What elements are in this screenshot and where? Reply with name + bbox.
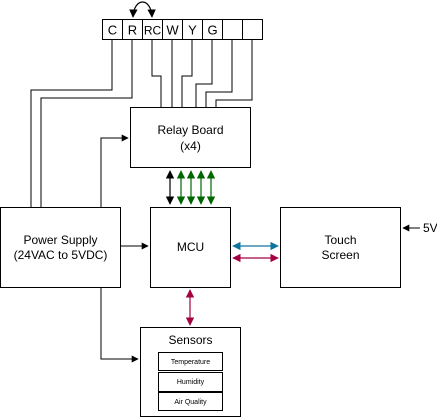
power-to-sensors-arrow — [100, 288, 139, 363]
power-supply-label: Power Supply — [23, 233, 97, 247]
sensor-temperature-label: Temperature — [171, 359, 210, 366]
terminal-g-label: G — [207, 23, 217, 38]
power-to-relay-arrow — [100, 134, 129, 207]
wire-r-to-power-supply — [40, 40, 133, 207]
sensor-temperature-box — [158, 352, 223, 371]
terminal-blank-2 — [242, 19, 263, 40]
relay-board-label: Relay Board — [157, 123, 223, 137]
sensor-humidity-label: Humidity — [177, 379, 205, 386]
r-rc-jumper-arrow — [129, 1, 156, 18]
terminal-wires — [30, 40, 253, 207]
mcu-label: MCU — [177, 240, 204, 254]
terminal-w-label: W — [166, 23, 179, 38]
sensor-air-quality-label: Air Quality — [174, 399, 207, 406]
sensor-humidity-box — [158, 372, 223, 392]
terminal-strip — [102, 19, 263, 40]
wire-rc-to-relay — [151, 40, 162, 107]
touch-screen-box — [280, 207, 401, 288]
wire-blank2-to-relay — [215, 40, 253, 107]
wire-y-to-relay — [181, 40, 193, 107]
input-5v-label: 5V — [423, 221, 437, 235]
sensors-title: Sensors — [168, 333, 212, 347]
terminal-rc-label: RC — [144, 24, 162, 38]
wire-blank1-to-relay — [205, 40, 233, 107]
terminal-y-label: Y — [188, 23, 197, 38]
terminal-c-label: C — [108, 23, 117, 38]
touch-screen-label-1: Touch — [324, 233, 356, 247]
relay-mcu-bus — [165, 170, 216, 205]
touch-screen-label-2: Screen — [321, 248, 359, 262]
terminal-r-label: R — [128, 23, 137, 38]
power-supply-spec: (24VAC to 5VDC) — [14, 248, 108, 262]
wire-g-to-relay — [195, 40, 213, 107]
power-supply-box — [0, 207, 121, 288]
terminal-blank-1 — [222, 19, 243, 40]
sensor-air-quality-box — [158, 392, 223, 411]
wire-c-to-power-supply — [30, 40, 113, 207]
relay-board-box — [130, 107, 251, 168]
mcu-box — [150, 207, 231, 288]
relay-board-count: (x4) — [180, 139, 201, 153]
